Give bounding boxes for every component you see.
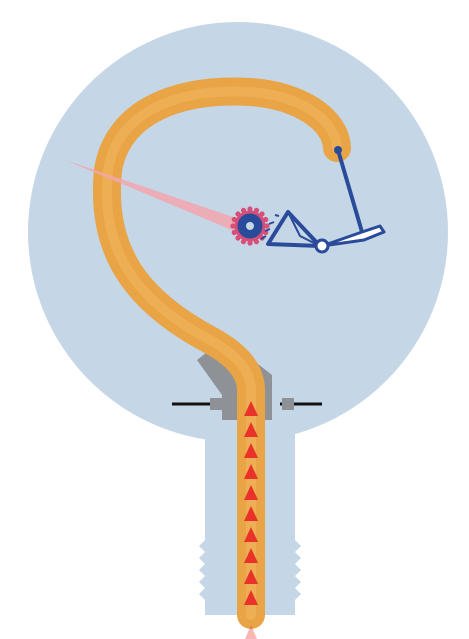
pointer [65,160,246,236]
sector-brace [287,211,321,247]
pressure-arrow [244,464,258,479]
mounting-bracket [172,398,322,410]
bracket-clip-left [210,398,222,410]
sector-gear [260,210,322,248]
pressure-arrow [244,401,258,416]
pressure-arrow [244,569,258,584]
sector-frame [266,210,322,248]
pressure-arrow [244,422,258,437]
tube-inner [102,86,342,620]
gear-tooth [230,223,236,229]
pressure-arrow [244,590,258,605]
pressure-arrow [244,506,258,521]
pressure-arrows [244,401,258,605]
pressure-arrow [244,485,258,500]
inlet-arrow-tip [245,625,257,639]
gear-tooth [247,206,253,212]
pinion-gear [230,206,270,246]
sector-teeth [260,214,280,240]
pivot-joint [314,238,330,254]
bracket-clip-right [282,398,294,410]
bourdon-tube [93,77,351,629]
tube-tip [334,146,342,154]
pressure-arrow [244,443,258,458]
link-rod [336,148,364,234]
gear-hub [246,222,254,230]
lever-arm [320,224,386,248]
linkage [314,146,386,254]
gear-tooth [247,240,253,246]
pressure-arrow [244,548,258,563]
pressure-arrow [244,527,258,542]
gear-tooth [264,223,270,229]
